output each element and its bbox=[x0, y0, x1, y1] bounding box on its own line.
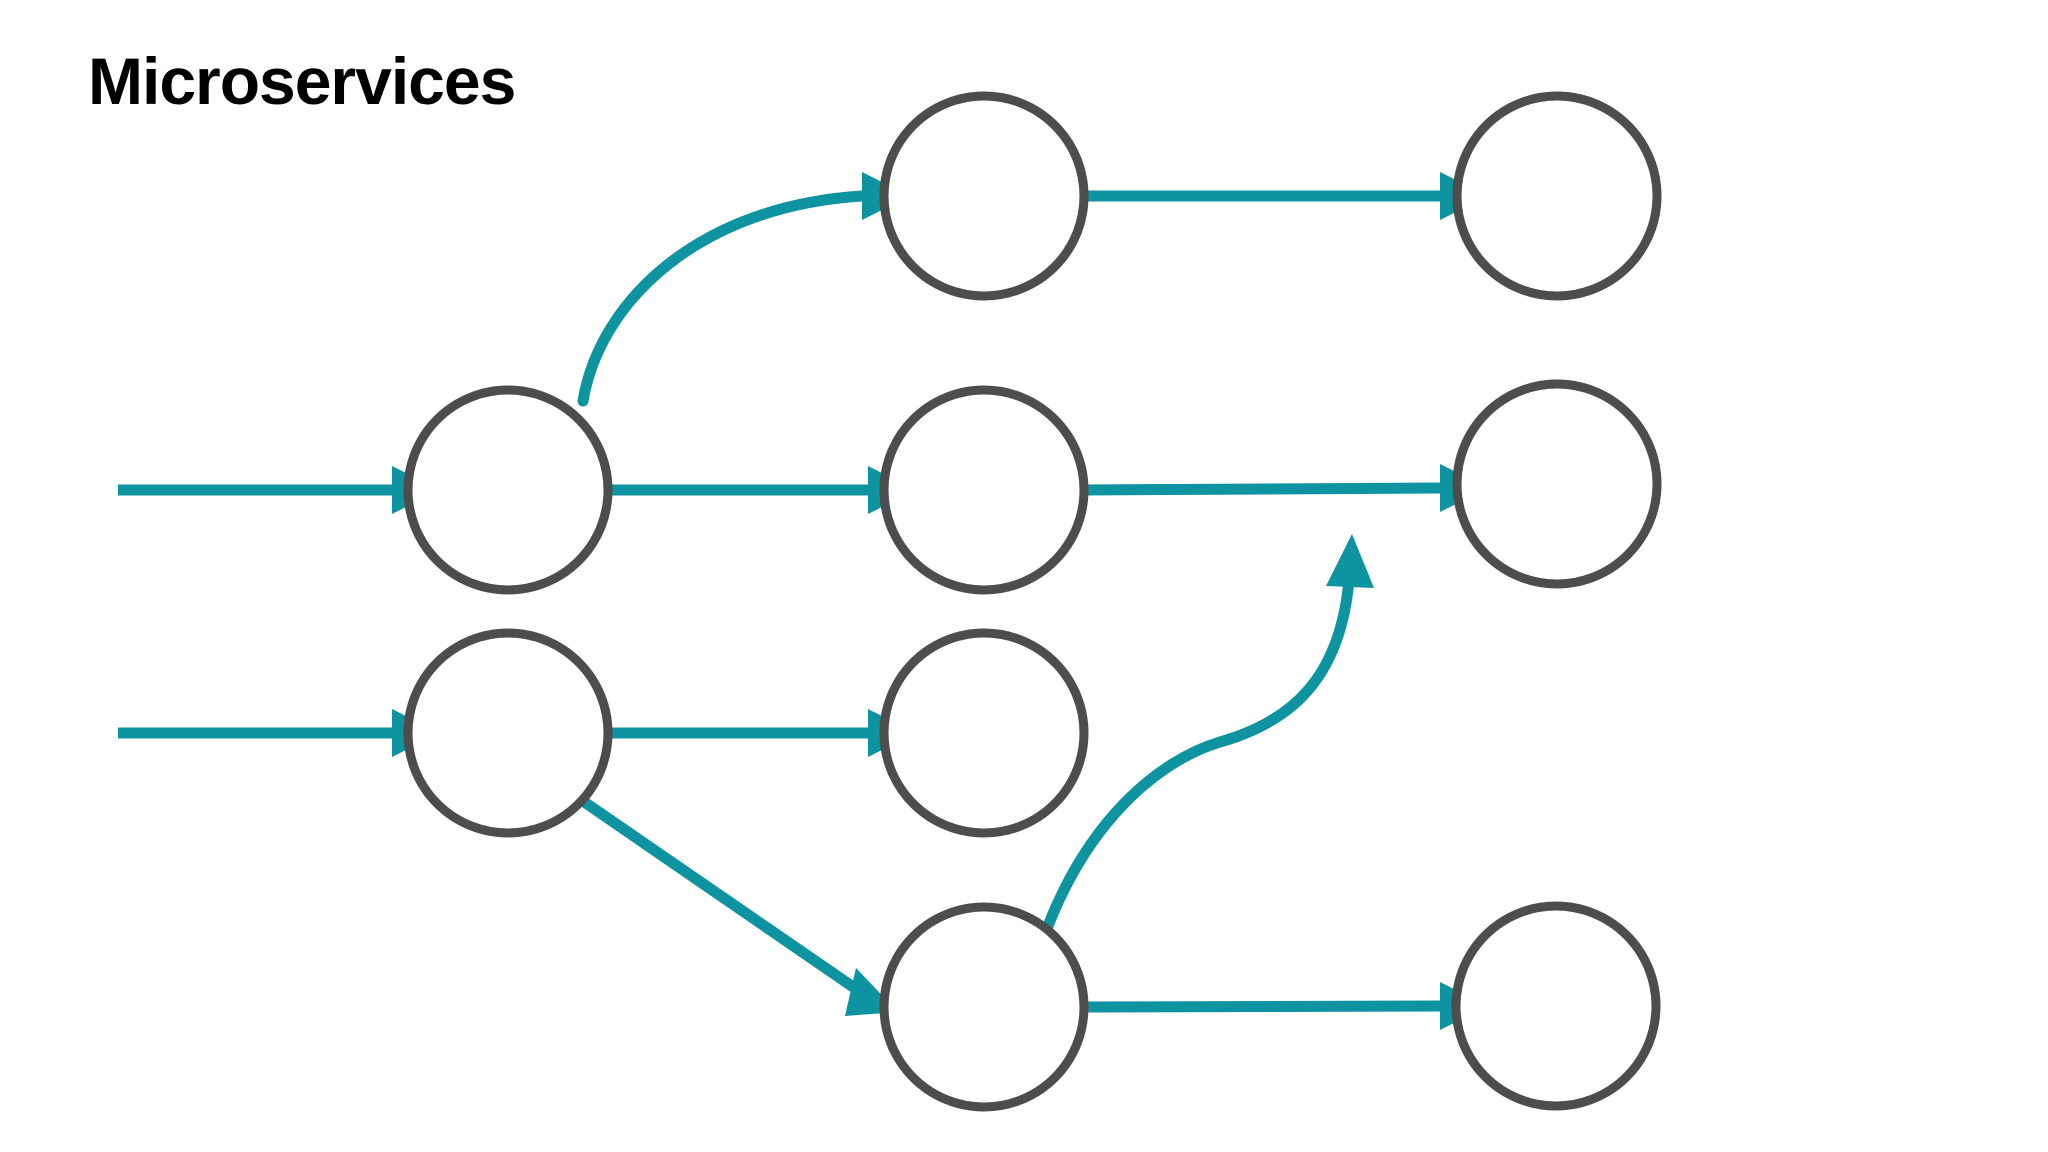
node-circle[interactable] bbox=[1451, 901, 1661, 1111]
edges-layer bbox=[118, 190, 1441, 1013]
page-title: Microservices bbox=[88, 44, 516, 118]
node-circle[interactable] bbox=[403, 385, 613, 595]
arrowhead-icon-ah-r4c2-r2c3 bbox=[1326, 534, 1374, 588]
node-n-r1c3[interactable] bbox=[1452, 91, 1662, 301]
node-n-r3c1[interactable] bbox=[403, 628, 613, 838]
node-circle[interactable] bbox=[879, 628, 1089, 838]
arrowheads-layer bbox=[392, 172, 1488, 1030]
node-n-r4c2[interactable] bbox=[879, 902, 1089, 1112]
node-n-r2c2[interactable] bbox=[879, 385, 1089, 595]
edge-e-r2c2-r2c3[interactable] bbox=[1083, 482, 1441, 496]
node-circle[interactable] bbox=[879, 385, 1089, 595]
node-n-r2c1[interactable] bbox=[403, 385, 613, 595]
edge-e-r3c1-r4c2[interactable] bbox=[573, 792, 876, 1005]
node-n-r4c3[interactable] bbox=[1451, 901, 1661, 1111]
edge-e-r4c2-r4c3[interactable] bbox=[1083, 1000, 1441, 1013]
edge-e-r4c2-r2c3[interactable] bbox=[1036, 574, 1355, 948]
node-n-r1c2[interactable] bbox=[879, 91, 1089, 301]
edge-e-r2c1-r1c2[interactable] bbox=[577, 190, 868, 407]
node-circle[interactable] bbox=[403, 628, 613, 838]
node-circle[interactable] bbox=[879, 902, 1089, 1112]
nodes-layer bbox=[403, 91, 1662, 1112]
node-n-r2c3[interactable] bbox=[1452, 379, 1662, 589]
node-circle[interactable] bbox=[1452, 91, 1662, 301]
node-n-r3c2[interactable] bbox=[879, 628, 1089, 838]
node-circle[interactable] bbox=[1452, 379, 1662, 589]
node-circle[interactable] bbox=[879, 91, 1089, 301]
